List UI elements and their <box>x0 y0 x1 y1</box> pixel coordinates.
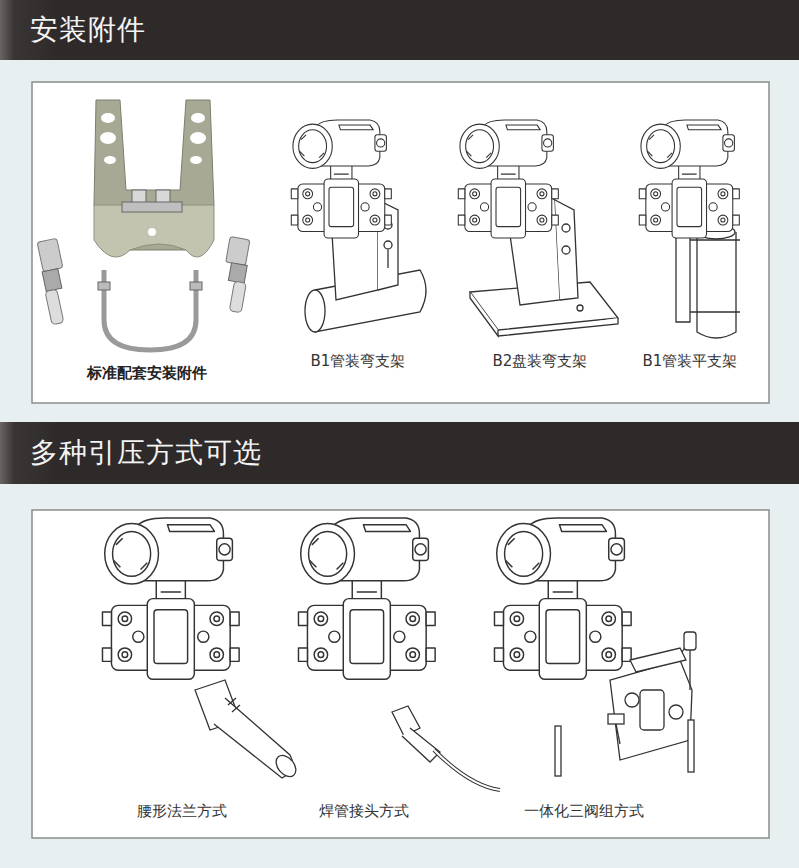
accessory-photo <box>229 281 246 313</box>
valve-manifold <box>494 518 696 776</box>
weld-connector <box>392 706 420 736</box>
weld-connector <box>298 518 500 790</box>
accessory-photo <box>226 236 250 265</box>
weld-connector <box>298 518 435 679</box>
panel-bend-bracket <box>577 305 583 311</box>
oval-flange-fitting <box>102 518 299 780</box>
accessory-photo <box>122 202 182 212</box>
pipe-flat-bracket <box>690 240 740 312</box>
valve-manifold <box>494 518 631 679</box>
panel <box>32 510 769 838</box>
accessory-photo <box>191 113 205 123</box>
oval-flange-fitting <box>102 518 239 679</box>
caption: 一体化三阀组方式 <box>522 802 646 821</box>
panel-bend-bracket <box>458 120 558 238</box>
caption: B1管装弯支架 <box>309 352 408 371</box>
accessory-photo <box>45 289 64 325</box>
pipe-bend-bracket <box>387 250 388 268</box>
pipe-bend-bracket <box>291 120 426 332</box>
pipe-bend-bracket <box>291 120 391 238</box>
caption: B2盘装弯支架 <box>491 352 590 371</box>
valve-manifold <box>630 648 686 672</box>
oval-flange-fitting <box>272 752 300 781</box>
accessory-photo <box>228 263 247 284</box>
valve-manifold <box>555 726 561 776</box>
valve-manifold <box>616 724 620 744</box>
weld-connector <box>434 750 500 790</box>
panel <box>32 82 769 403</box>
panel-bend-bracket <box>562 224 570 232</box>
pipe-flat-bracket <box>697 232 736 338</box>
accessory-photo <box>94 205 214 257</box>
section-header: 多种引压方式可选 <box>0 422 799 484</box>
accessory-photo <box>37 100 250 350</box>
accessory-photo <box>190 282 202 290</box>
accessory-photo <box>104 270 196 350</box>
accessory-photo <box>37 238 63 272</box>
valve-manifold <box>608 714 624 724</box>
valve-manifold <box>610 660 692 760</box>
accessory-photo <box>104 156 116 164</box>
pipe-flat-bracket <box>639 120 740 338</box>
valve-manifold <box>669 705 683 719</box>
valve-manifold <box>625 693 639 707</box>
accessory-photo <box>100 132 116 144</box>
header-text: 安装附件 <box>30 11 146 49</box>
caption: B1管装平支架 <box>641 352 740 371</box>
accessory-photo <box>190 156 202 164</box>
caption: 腰形法兰方式 <box>135 802 229 821</box>
panel-bend-bracket <box>498 318 618 336</box>
accessory-photo <box>148 228 156 236</box>
accessory-photo <box>190 132 206 144</box>
panel-bend-bracket <box>562 246 570 254</box>
caption: 标准配套安装附件 <box>85 364 209 383</box>
header-text: 多种引压方式可选 <box>30 434 262 472</box>
valve-manifold <box>684 632 696 650</box>
weld-connector <box>434 750 500 790</box>
accessory-photo <box>98 282 110 290</box>
pipe-bend-bracket <box>384 241 392 249</box>
pipe-flat-bracket <box>639 120 739 238</box>
accessory-photo <box>42 269 62 292</box>
pipe-bend-bracket <box>305 290 325 332</box>
section-header: 安装附件 <box>0 0 799 60</box>
caption: 焊管接头方式 <box>317 802 411 821</box>
panel-bend-bracket <box>458 120 618 336</box>
panel-bend-bracket <box>470 292 498 336</box>
accessory-photo <box>101 113 115 123</box>
valve-manifold <box>640 690 664 730</box>
weld-connector <box>402 728 440 762</box>
valve-manifold <box>688 720 694 772</box>
oval-flange-fitting <box>228 698 240 712</box>
